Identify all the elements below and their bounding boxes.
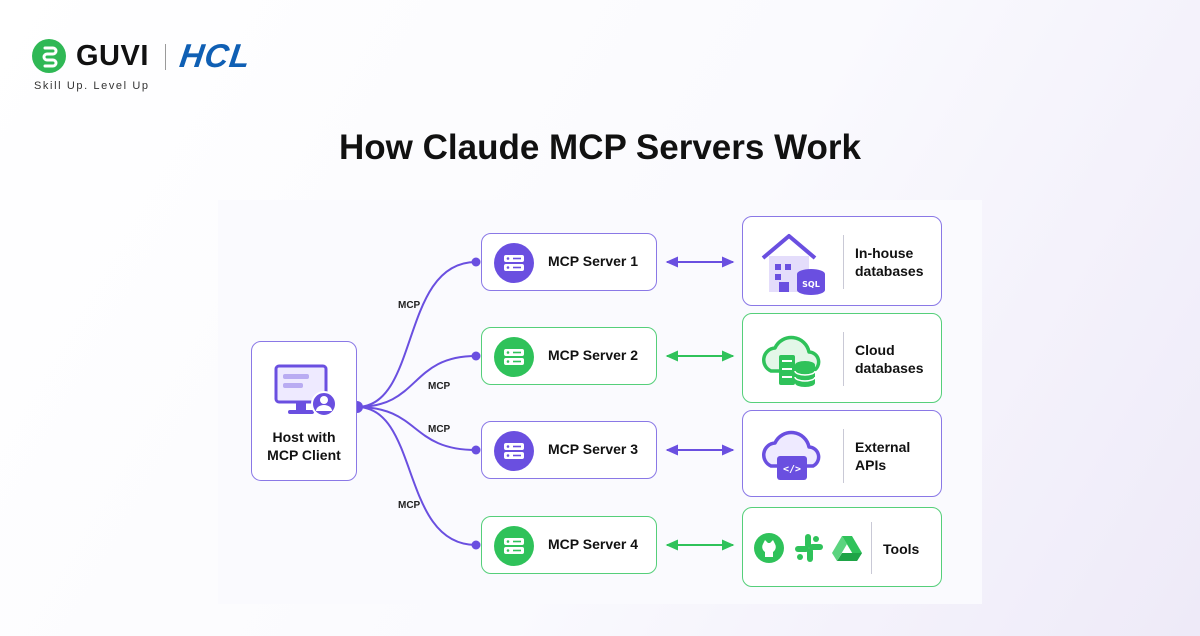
resource-cloud-databases: Cloud databases <box>742 313 942 403</box>
house-sql-database-icon: SQL <box>761 234 825 295</box>
resource-divider <box>843 332 844 386</box>
mcp-server-1-label: MCP Server 1 <box>548 253 639 269</box>
server-icon <box>494 337 534 377</box>
mcp-server-2-node: MCP Server 2 <box>481 327 657 385</box>
host-label: Host with MCP Client <box>267 429 341 463</box>
resource-divider <box>871 522 872 574</box>
guvi-logo-icon <box>32 39 66 73</box>
mcp-server-3-node: MCP Server 3 <box>481 421 657 479</box>
server-3-connector-dot <box>471 445 481 455</box>
guvi-wordmark: GUVI <box>76 40 149 72</box>
slack-icon <box>795 534 823 562</box>
brand-header: GUVI HCL Skill Up. Level Up <box>32 36 332 96</box>
cloud-code-api-icon: </> <box>762 430 821 480</box>
mcp-server-3-label: MCP Server 3 <box>548 441 639 457</box>
edge-host-server-2 <box>356 355 477 408</box>
host-node: Host with MCP Client <box>251 341 357 481</box>
brand-divider <box>165 44 166 70</box>
mcp-server-2-label: MCP Server 2 <box>548 347 639 363</box>
resource-divider <box>843 235 844 289</box>
resource-label-tools: Tools <box>883 541 920 557</box>
mcp-server-4-node: MCP Server 4 <box>481 516 657 574</box>
server-2-connector-dot <box>471 351 481 361</box>
server-icon <box>494 526 534 566</box>
server-icon <box>494 431 534 471</box>
resource-label-apis: External APIs <box>855 439 911 473</box>
server-4-connector-dot <box>471 540 481 550</box>
edge-label-mcp-4: MCP <box>398 500 421 511</box>
mcp-server-1-node: MCP Server 1 <box>481 233 657 291</box>
edge-host-server-1 <box>356 261 477 408</box>
edge-label-mcp-2: MCP <box>428 381 451 392</box>
server-icon <box>494 243 534 283</box>
page-title: How Claude MCP Servers Work <box>339 128 861 167</box>
resource-label-cloud: Cloud databases <box>855 342 924 376</box>
mcp-server-4-label: MCP Server 4 <box>548 536 639 552</box>
cloud-database-icon <box>762 335 821 387</box>
resource-label-inhouse: In-house databases <box>855 245 924 279</box>
edge-label-mcp-1: MCP <box>398 300 421 311</box>
sql-icon-text: SQL <box>802 280 820 289</box>
resource-external-apis: </> External APIs <box>742 410 942 497</box>
resource-tools: Tools <box>742 507 942 587</box>
code-icon-text: </> <box>783 464 801 475</box>
brand-tagline: Skill Up. Level Up <box>34 80 150 92</box>
resource-inhouse-databases: SQL In-house databases <box>742 216 942 306</box>
google-drive-icon <box>832 536 862 561</box>
resource-divider <box>843 429 844 483</box>
monitor-user-icon <box>274 364 337 417</box>
server-1-connector-dot <box>471 257 481 267</box>
github-icon <box>754 533 784 563</box>
edge-host-server-3 <box>356 406 477 451</box>
edge-host-server-4 <box>356 406 477 546</box>
edge-label-mcp-3: MCP <box>428 424 451 435</box>
